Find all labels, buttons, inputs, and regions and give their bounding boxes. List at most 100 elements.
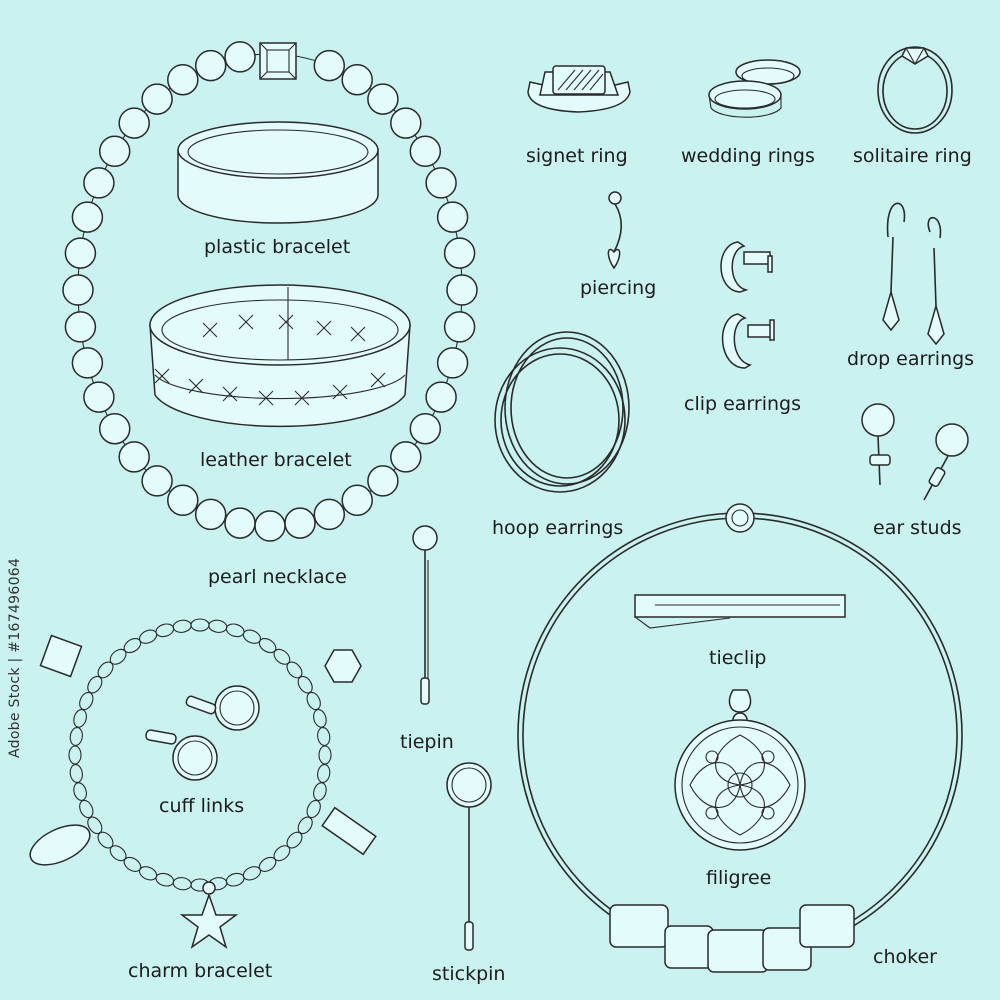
pearl	[284, 507, 316, 539]
filigree-pendant	[674, 689, 806, 851]
label-piercing: piercing	[580, 277, 657, 299]
chain-link	[306, 799, 321, 819]
chain-link	[313, 709, 327, 728]
chain-link	[79, 691, 94, 711]
chain-link	[317, 764, 331, 783]
pearl	[443, 237, 476, 269]
pearl	[443, 311, 476, 343]
pearl	[436, 347, 469, 379]
pearl	[71, 201, 104, 233]
chain-link	[318, 745, 332, 765]
pearl	[313, 498, 346, 531]
tieclip	[634, 594, 846, 629]
pearl	[409, 412, 442, 445]
pearl	[64, 237, 97, 269]
watermark-id: Adobe Stock | #167496064	[7, 557, 23, 758]
pearl-necklace	[62, 41, 478, 542]
label-ear-studs: ear studs	[873, 517, 962, 539]
pearl	[194, 498, 227, 531]
clip-earrings	[720, 241, 775, 369]
wedding-rings	[708, 59, 801, 118]
label-charm-bracelet: charm bracelet	[128, 960, 273, 982]
chain-link	[317, 727, 331, 746]
chain-link	[109, 845, 127, 862]
chain-link	[97, 661, 114, 679]
chain-link	[286, 661, 303, 679]
chain-link	[172, 619, 192, 633]
pearl	[224, 507, 256, 539]
pearl	[118, 441, 150, 473]
solitaire-ring	[877, 46, 953, 134]
label-pearl-necklace: pearl necklace	[208, 566, 347, 588]
pearl	[425, 167, 457, 199]
pearl	[98, 135, 131, 168]
pearl	[254, 510, 286, 542]
pearl	[71, 347, 104, 379]
chain-link	[73, 782, 87, 801]
pearl	[194, 49, 227, 82]
pearl	[367, 83, 399, 115]
label-solitaire-ring: solitaire ring	[853, 145, 972, 167]
ear-studs	[861, 403, 969, 501]
label-tiepin: tiepin	[400, 731, 454, 753]
label-choker: choker	[873, 946, 937, 968]
signet-ring	[527, 65, 631, 113]
chain-link	[97, 831, 114, 849]
pearl	[83, 381, 115, 413]
pearl	[167, 484, 199, 517]
label-signet-ring: signet ring	[526, 145, 628, 167]
label-clip-earrings: clip earrings	[684, 393, 802, 415]
pearl	[62, 274, 94, 306]
choker	[517, 503, 963, 973]
pearl	[425, 381, 457, 413]
pearl	[313, 49, 346, 82]
pearl	[446, 274, 478, 306]
cuff-links	[145, 685, 260, 781]
label-leather-bracelet: leather bracelet	[200, 449, 352, 471]
chain-link	[273, 845, 291, 862]
pearl	[64, 311, 97, 343]
label-cuff-links: cuff links	[159, 795, 245, 817]
label-stickpin: stickpin	[432, 963, 506, 985]
pearl	[167, 63, 199, 96]
pearl	[224, 41, 256, 73]
pearl	[98, 412, 131, 445]
pearl	[390, 441, 422, 473]
chain-link	[190, 618, 210, 632]
chain-link	[313, 782, 327, 801]
chain-link	[69, 727, 83, 746]
pearl	[141, 83, 173, 115]
leather-bracelet	[149, 284, 411, 428]
chain-link	[109, 648, 127, 665]
pearl	[341, 484, 373, 517]
label-hoop-earrings: hoop earrings	[492, 517, 624, 539]
pearl	[141, 465, 173, 497]
chain-link	[68, 745, 82, 765]
chain-link	[69, 764, 83, 783]
label-wedding-rings: wedding rings	[681, 145, 815, 167]
chain-link	[155, 623, 175, 638]
label-plastic-bracelet: plastic bracelet	[204, 236, 351, 258]
pearl	[83, 167, 115, 199]
hoop-earrings	[494, 331, 630, 493]
chain-link	[79, 799, 94, 819]
chain-link	[306, 691, 321, 711]
charm-bracelet	[29, 618, 377, 949]
chain-link	[225, 623, 245, 638]
pearl	[367, 465, 399, 497]
label-filigree: filigree	[706, 867, 772, 889]
chain-link	[208, 619, 228, 633]
chain-link	[286, 831, 303, 849]
pearl	[390, 107, 422, 139]
stickpin	[446, 762, 492, 951]
label-tieclip: tieclip	[709, 647, 767, 669]
chain-link	[172, 877, 192, 891]
chain-link	[225, 872, 245, 887]
piercing	[607, 191, 623, 270]
chain-link	[155, 872, 175, 887]
pearl	[436, 201, 469, 233]
tiepin	[412, 525, 438, 705]
chain-link	[273, 648, 291, 665]
pearl	[341, 63, 373, 96]
